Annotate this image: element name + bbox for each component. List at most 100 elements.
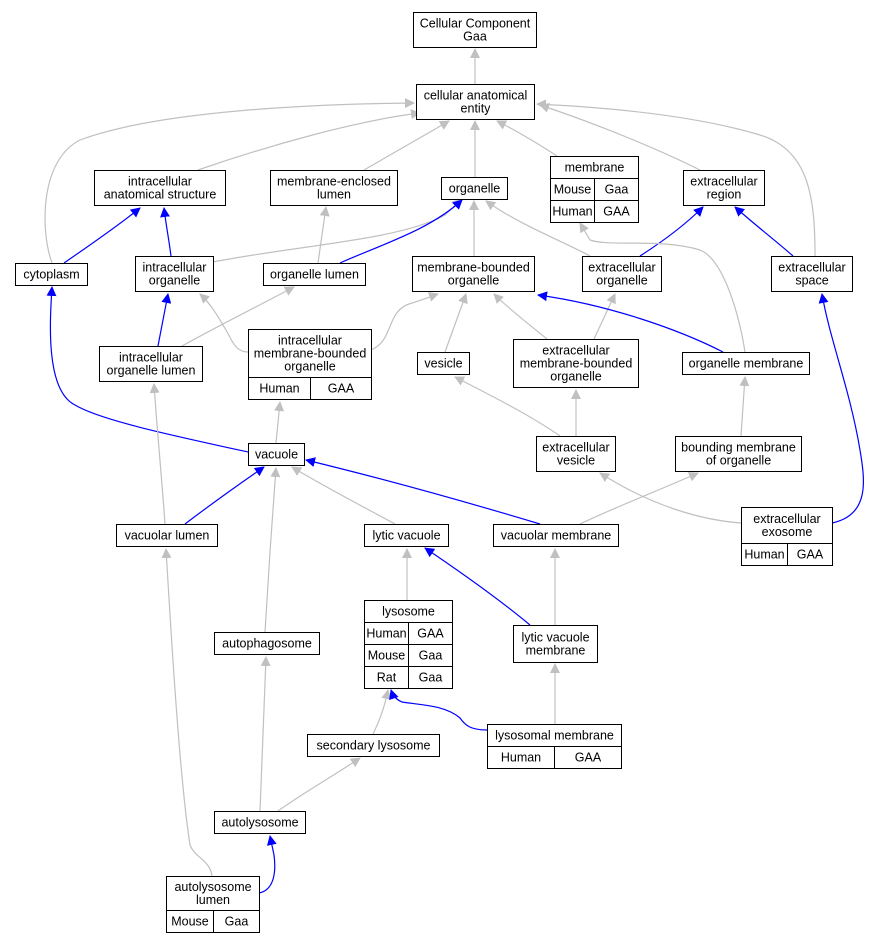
node-label-line: anatomical structure [104, 188, 217, 202]
node-label-line: organelle lumen [107, 364, 196, 378]
edge-extracellular-vesicle-to-vesicle [454, 376, 561, 437]
node-box [307, 734, 440, 757]
node-box [771, 256, 853, 292]
node-vesicle[interactable]: vesicle [417, 352, 470, 375]
node-organelle[interactable]: organelle [441, 177, 508, 200]
node-box [416, 84, 535, 120]
node-label-line: extracellular [778, 261, 845, 275]
node-label-line: organelle [596, 274, 647, 288]
species-label: Mouse [554, 183, 592, 197]
edge-organelle-lumen-to-membrane-enclosed-lumen [317, 206, 330, 264]
gene-label: GAA [417, 627, 444, 641]
node-label-line: lysosomal membrane [495, 729, 614, 743]
edge-intracellular-anatomical-structure-to-cellular-anatomical-entity [197, 109, 421, 171]
node-box [513, 625, 598, 663]
node-label-line: lumen [317, 188, 351, 202]
node-intracellular-membrane-bounded-organelle[interactable]: intracellularmembrane-boundedorganelleHu… [248, 329, 372, 400]
node-label-line: extracellular [542, 344, 609, 358]
node-label-line: autolysosome [221, 816, 298, 830]
node-label-line: lytic vacuole [521, 631, 589, 645]
edge-organelle-membrane-to-membrane [579, 222, 746, 353]
node-label-line: vesicle [424, 357, 462, 371]
gene-label: Gaa [419, 649, 443, 663]
node-label-line: space [795, 274, 828, 288]
node-organelle-membrane[interactable]: organelle membrane [682, 352, 810, 375]
node-box [741, 507, 833, 544]
edges-layer [44, 48, 864, 894]
node-label-line: organelle [449, 182, 500, 196]
gene-label: Gaa [605, 183, 629, 197]
node-vacuolar-lumen[interactable]: vacuolar lumen [116, 524, 218, 547]
node-box [94, 170, 226, 206]
node-organelle-lumen[interactable]: organelle lumen [263, 263, 366, 286]
node-label-line: membrane [565, 161, 625, 175]
species-label: Human [552, 205, 592, 219]
node-label-line: organelle lumen [270, 268, 359, 282]
node-box [493, 524, 619, 547]
node-lytic-vacuole[interactable]: lytic vacuole [364, 524, 449, 547]
node-label-line: intracellular [119, 351, 183, 365]
node-label-line: entity [461, 102, 492, 116]
node-box [135, 256, 214, 292]
annotation-row: Human GAA [364, 622, 453, 645]
node-label-line: vacuolar lumen [125, 529, 210, 543]
edge-autolysosome-to-secondary-lysosome [277, 757, 361, 812]
annotation-row: Mouse Gaa [550, 178, 639, 201]
node-label-line: organelle membrane [689, 357, 804, 371]
gene-label: GAA [575, 751, 602, 765]
edge-extracellular-exosome-to-extracellular-vesicle [599, 472, 742, 524]
edge-extracellular-space-to-cellular-anatomical-entity [536, 99, 816, 257]
edge-organelle-membrane-to-membrane-bounded-organelle [537, 291, 724, 353]
node-vacuole[interactable]: vacuole [248, 443, 305, 466]
node-autophagosome[interactable]: autophagosome [214, 632, 320, 655]
node-cytoplasm[interactable]: cytoplasm [15, 263, 88, 286]
edge-intracellular-organelle-to-organelle [212, 198, 463, 263]
node-box [417, 352, 470, 375]
node-label-line: extracellular [588, 261, 655, 275]
edge-extracellular-organelle-to-organelle [485, 200, 591, 257]
node-label-line: exosome [762, 525, 813, 539]
species-label: Rat [377, 671, 397, 685]
node-autolysosome[interactable]: autolysosome [214, 811, 306, 834]
node-vacuolar-membrane[interactable]: vacuolar membrane [493, 524, 619, 547]
node-box [364, 524, 449, 547]
node-label-line: organelle [448, 274, 499, 288]
node-label-line: membrane-bounded [520, 357, 633, 371]
edge-vacuolar-lumen-to-vacuole [184, 466, 265, 525]
gene-label: GAA [328, 382, 355, 396]
node-box [441, 177, 508, 200]
node-label-line: Gaa [463, 30, 487, 44]
edge-lysosomal-membrane-to-lysosome [389, 689, 488, 731]
edge-intracellular-organelle-to-intracellular-anatomical-structure [160, 207, 172, 257]
edge-vacuole-to-cytoplasm [46, 286, 249, 453]
gene-label: GAA [797, 548, 824, 562]
species-label: Human [366, 627, 406, 641]
node-label-line: intracellular [143, 261, 207, 275]
node-secondary-lysosome[interactable]: secondary lysosome [307, 734, 440, 757]
edge-vesicle-to-membrane-bounded-organelle [444, 293, 468, 353]
edge-intracellular-organelle-lumen-to-intracellular-organelle [157, 293, 172, 347]
node-box [99, 346, 203, 382]
